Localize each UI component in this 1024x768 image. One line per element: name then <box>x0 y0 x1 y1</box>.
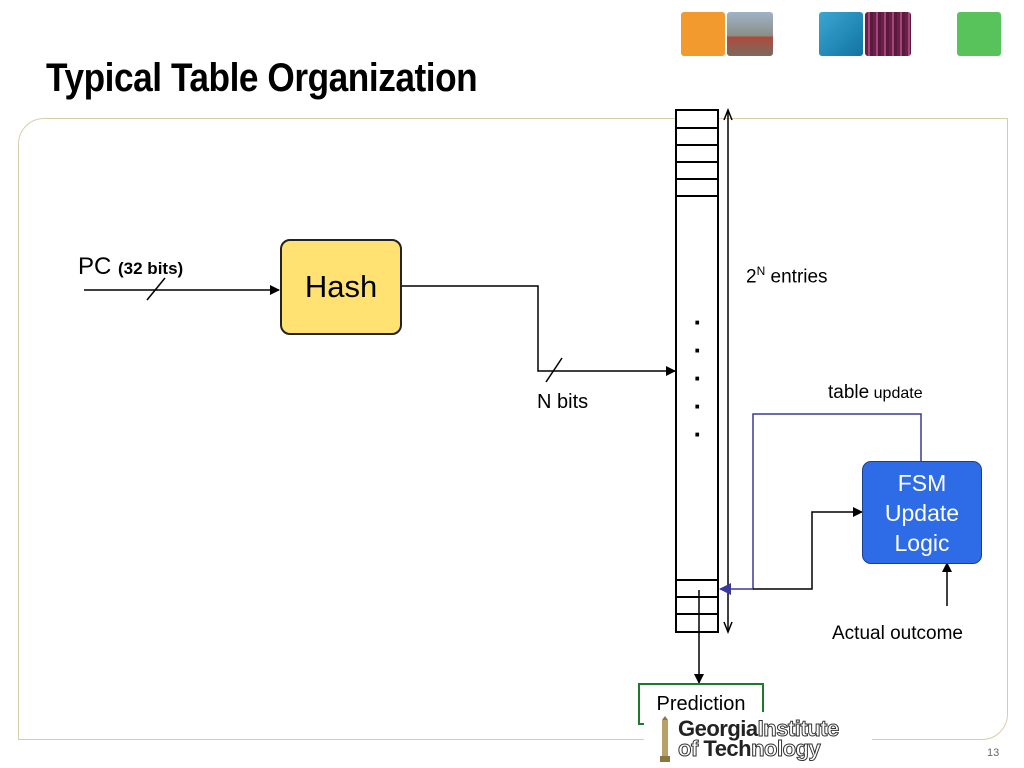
logo-line-1: GeorgiaInstitute <box>678 716 840 742</box>
logo-georgia: Georgia <box>678 716 758 741</box>
table-bottom-rows <box>676 579 718 615</box>
logo-tech: Tech <box>703 736 752 761</box>
entries-base: 2 <box>746 266 757 288</box>
fsm-line: Logic <box>894 529 950 556</box>
page-number: 13 <box>987 747 1000 759</box>
header-tile-campus-photo <box>727 12 773 56</box>
ellipsis-dot: · <box>693 419 703 449</box>
pc-label: PC (32 bits) <box>78 253 183 281</box>
table-to-fsm-line <box>753 507 863 590</box>
ellipsis-dot: · <box>693 335 703 365</box>
fsm-line: Update <box>884 499 960 526</box>
table-update-label: table update <box>828 382 923 404</box>
logo-institute: Institute <box>757 716 840 742</box>
hash-output-line <box>400 285 676 376</box>
prediction-label: Prediction <box>656 692 746 715</box>
table-top-rows <box>676 127 718 197</box>
nbits-bus-slash <box>545 357 563 383</box>
pc-bus-slash <box>146 277 166 301</box>
georgia-tech-logo: GeorgiaInstitute of Technology <box>644 712 872 766</box>
fsm-update-logic-block: FSM Update Logic <box>862 461 982 564</box>
table-ellipsis: · · · · · <box>690 308 706 448</box>
ellipsis-dot: · <box>693 307 703 337</box>
hash-block: Hash <box>280 239 402 335</box>
pc-text: PC <box>78 253 112 280</box>
entries-label: 2N entries <box>746 264 828 288</box>
tech-tower-icon <box>660 716 670 762</box>
entries-exponent: N <box>756 264 766 278</box>
slide-title: Typical Table Organization <box>46 56 478 100</box>
pc-width-text: (32 bits) <box>118 259 184 278</box>
ellipsis-dot: · <box>693 391 703 421</box>
header-tile-blue <box>819 12 863 56</box>
entries-text: entries <box>765 266 828 288</box>
header-tile-orange <box>681 12 725 56</box>
ellipsis-dot: · <box>693 363 703 393</box>
content-frame <box>18 118 1008 740</box>
table-update-line <box>719 413 922 595</box>
table-text: table <box>828 382 870 403</box>
fsm-line: FSM <box>897 469 947 496</box>
entries-dimension-arrow-bottom <box>723 621 733 635</box>
actual-outcome-label: Actual outcome <box>832 623 963 644</box>
entries-dimension-arrow-top <box>723 107 733 121</box>
header-tile-circuit-photo <box>865 12 911 56</box>
logo-line-2: of Technology <box>677 736 822 762</box>
hash-label: Hash <box>304 269 378 304</box>
n-bits-label: N bits <box>537 391 589 413</box>
update-text: update <box>869 385 923 402</box>
header-tile-green <box>957 12 1001 56</box>
logo-nology: nology <box>751 736 822 762</box>
logo-of: of <box>677 736 704 762</box>
